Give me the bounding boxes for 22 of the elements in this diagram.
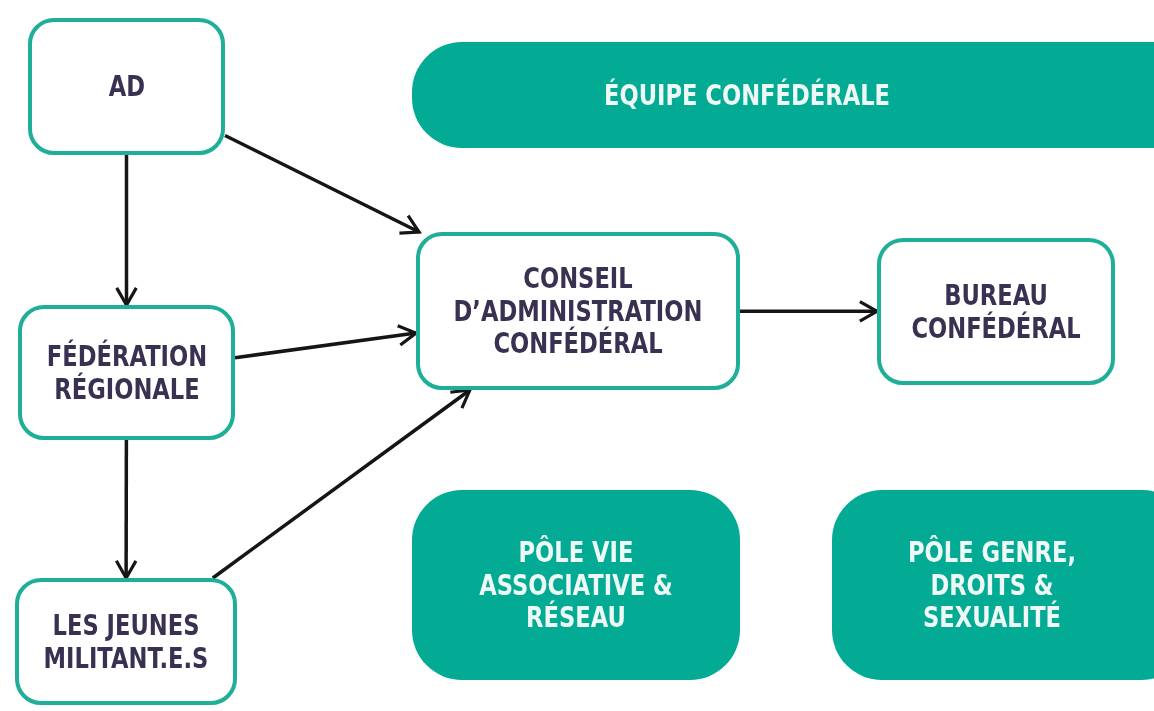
node-label: LES JEUNES MILITANT.E.S xyxy=(42,609,210,674)
arrow xyxy=(115,155,138,307)
arrow xyxy=(224,133,421,235)
arrow xyxy=(234,324,418,360)
node-label: PÔLE GENRE, DROITS & SEXUALITÉ xyxy=(907,536,1077,634)
node-label: PÔLE VIE ASSOCIATIVE & RÉSEAU xyxy=(478,536,674,634)
team-pill xyxy=(832,490,1154,680)
team-pill xyxy=(412,490,740,680)
node-label: FÉDÉRATION RÉGIONALE xyxy=(45,340,208,405)
node-label: AD xyxy=(107,70,146,103)
node-label: CONSEIL D’ADMINISTRATION CONFÉDÉRAL xyxy=(452,262,704,360)
organ-box xyxy=(416,232,740,390)
arrow xyxy=(211,388,472,580)
organ-box xyxy=(15,578,237,705)
arrow xyxy=(114,440,138,580)
team-pill xyxy=(412,42,1154,148)
organ-box xyxy=(18,305,235,440)
arrow xyxy=(740,299,879,323)
node-label: ÉQUIPE CONFÉDÉRALE xyxy=(602,78,891,112)
organ-box xyxy=(877,238,1115,385)
organ-box xyxy=(28,18,225,155)
node-label: BUREAU CONFÉDÉRAL xyxy=(910,279,1082,344)
